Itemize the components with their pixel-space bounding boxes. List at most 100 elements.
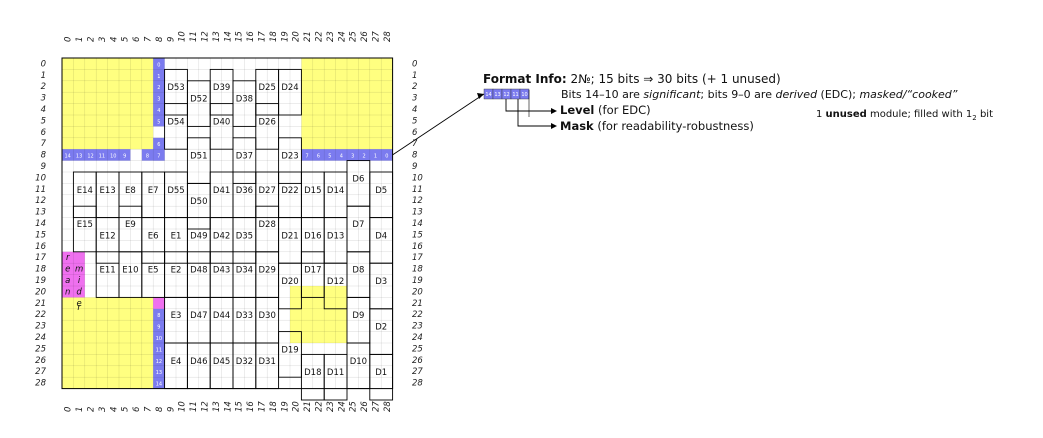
mask-desc: (for readability-robustness) — [593, 119, 754, 133]
remainder-letter: r — [77, 303, 81, 313]
annotation-bit-label: 10 — [521, 92, 527, 98]
format-bit-label: 12 — [87, 154, 93, 160]
data-block-label: D16 — [304, 231, 321, 241]
unused-module — [153, 297, 165, 309]
format-bit-label: 8 — [146, 154, 149, 160]
unused-module-note: 1 unused module; filled with 12 bit — [816, 109, 993, 122]
row-number-left: 12 — [35, 196, 46, 206]
row-number-right: 13 — [412, 208, 423, 218]
format-bit-label: 4 — [157, 108, 160, 114]
data-block-outline — [278, 137, 302, 184]
data-block-label: D28 — [259, 220, 276, 230]
column-number-bottom: 6 — [132, 406, 142, 412]
ec-block-outline — [72, 205, 97, 253]
row-number-left: 28 — [35, 379, 46, 389]
column-numbers: 0011223344556677889910101111121213131414… — [64, 31, 393, 412]
row-number-right: 15 — [412, 230, 423, 240]
unused-sub: 2 — [972, 114, 977, 122]
data-block-label: D55 — [167, 186, 184, 196]
column-number-bottom: 12 — [201, 401, 211, 412]
column-number-bottom: 8 — [155, 406, 165, 412]
data-block-label: D31 — [259, 357, 276, 367]
format-col-bottom — [153, 308, 165, 389]
row-number-right: 19 — [412, 276, 423, 286]
column-number-bottom: 16 — [246, 401, 256, 412]
ec-block-label: E12 — [100, 231, 116, 241]
row-number-right: 6 — [412, 128, 418, 138]
column-number-bottom: 10 — [178, 401, 188, 412]
column-number-bottom: 25 — [349, 401, 359, 412]
ec-block-label: E10 — [122, 266, 138, 276]
data-block-label: D42 — [213, 231, 230, 241]
data-block-label: D26 — [259, 117, 276, 127]
row-number-left: 16 — [35, 242, 46, 252]
ec-block-label: E9 — [125, 220, 136, 230]
unused-part: module; filled with 1 — [866, 109, 973, 120]
data-block-outline — [164, 103, 188, 150]
row-number-left: 27 — [35, 367, 46, 377]
column-number-top: 9 — [166, 37, 176, 42]
format-bit-label: 2 — [363, 154, 366, 160]
data-block-label: D41 — [213, 186, 230, 196]
column-number-top: 22 — [315, 31, 325, 42]
row-number-left: 19 — [35, 276, 46, 286]
column-number-top: 10 — [178, 31, 188, 42]
data-block-label: D40 — [213, 117, 230, 127]
row-number-right: 1 — [412, 71, 417, 81]
ec-block-label: E14 — [77, 186, 93, 196]
column-number-top: 23 — [326, 31, 336, 42]
data-block-label: D15 — [304, 186, 321, 196]
ec-block-label: E1 — [171, 231, 182, 241]
data-block-label: D4 — [375, 231, 387, 241]
data-block-label: D35 — [236, 231, 253, 241]
data-block-label: D14 — [327, 186, 344, 196]
data-block-label: D2 — [375, 323, 387, 333]
remainder-letter: n — [65, 287, 70, 297]
finder-patterns — [62, 58, 393, 389]
row-number-right: 22 — [412, 310, 423, 320]
row-number-right: 27 — [412, 367, 423, 377]
ec-block-outline — [72, 171, 97, 219]
mask-connector — [517, 99, 556, 127]
column-number-top: 0 — [64, 37, 74, 42]
column-number-bottom: 27 — [372, 401, 382, 412]
row-number-right: 21 — [412, 299, 423, 309]
remainder-letter: i — [78, 276, 81, 286]
row-number-right: 16 — [412, 242, 423, 252]
column-number-top: 21 — [303, 31, 313, 42]
format-bit-label: 9 — [157, 325, 160, 331]
bits-note-part: ; bits 9–0 are — [700, 88, 776, 101]
format-bit-label: 11 — [156, 347, 162, 353]
row-number-right: 2 — [412, 82, 417, 92]
column-number-bottom: 3 — [98, 407, 108, 412]
row-number-right: 9 — [412, 162, 417, 172]
level-bold: Level — [560, 103, 595, 117]
ec-block-label: E13 — [100, 186, 116, 196]
column-number-bottom: 7 — [144, 406, 154, 412]
data-block-label: D50 — [190, 197, 207, 207]
row-number-left: 2 — [41, 82, 46, 92]
row-number-right: 4 — [412, 105, 417, 115]
format-bit-label: 3 — [157, 97, 160, 103]
row-number-left: 3 — [41, 94, 46, 104]
ec-block-outline — [95, 251, 120, 298]
format-col-top-b — [153, 137, 165, 161]
data-block-outline — [232, 137, 257, 184]
column-number-top: 28 — [383, 31, 393, 42]
row-number-left: 15 — [35, 230, 46, 240]
column-number-top: 13 — [212, 31, 222, 42]
row-number-left: 21 — [35, 299, 46, 309]
data-block-label: D27 — [259, 186, 276, 196]
row-number-left: 6 — [41, 128, 47, 138]
row-number-left: 7 — [41, 139, 47, 149]
column-number-top: 12 — [201, 31, 211, 42]
column-number-bottom: 22 — [315, 401, 325, 412]
data-block-outline — [186, 137, 211, 184]
row-number-left: 24 — [35, 333, 46, 343]
remainder-letter: d — [76, 287, 82, 297]
data-block-label: D29 — [259, 266, 276, 276]
row-number-left: 22 — [35, 310, 46, 320]
